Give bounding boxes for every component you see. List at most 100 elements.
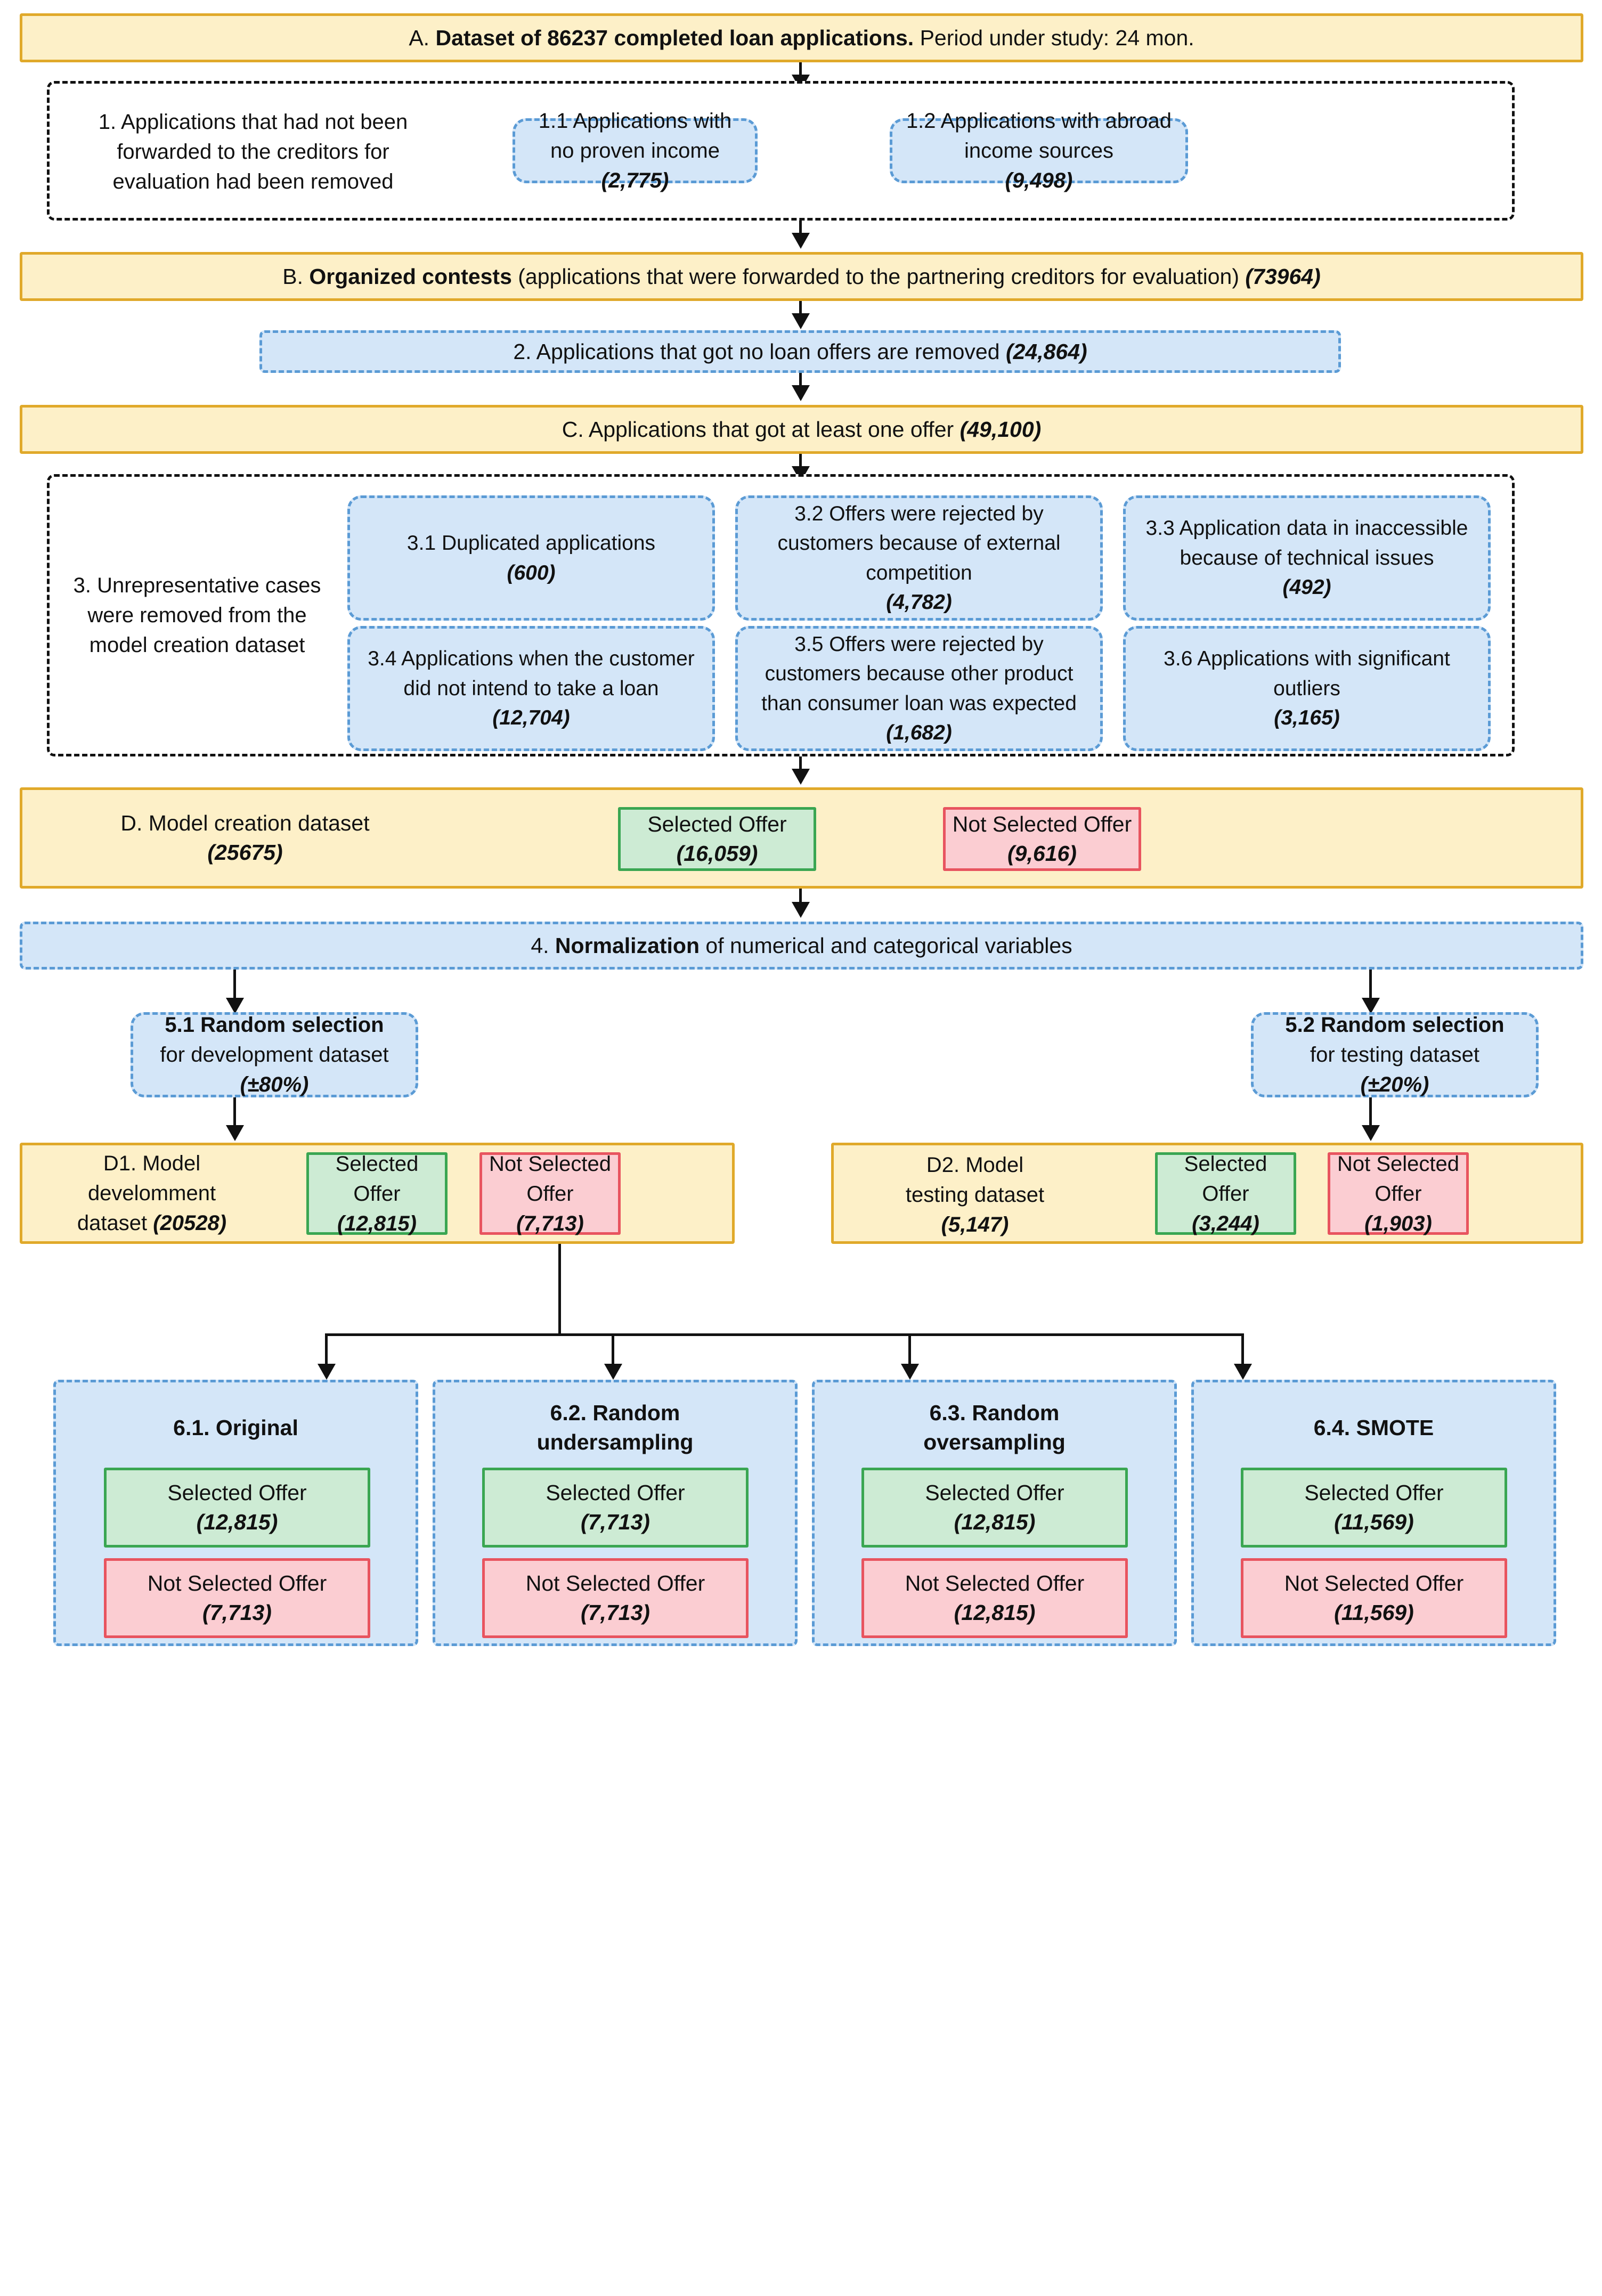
- node-b-rest: (applications that were forwarded to the…: [511, 264, 1246, 289]
- node-6-2-title-l1: 6.2. Random: [550, 1401, 680, 1426]
- node-b-contests: B. Organized contests (applications that…: [20, 252, 1583, 301]
- connector-bus-to-6-4: [1241, 1333, 1244, 1368]
- node-d2-selected-count: (3,244): [1192, 1211, 1259, 1235]
- node-d1-selected-l1: Selected: [335, 1152, 419, 1176]
- connector-step1-to-b: [799, 221, 802, 237]
- node-6-3-not-selected-count: (12,815): [954, 1600, 1036, 1625]
- connector-a-to-step1: [799, 62, 802, 78]
- connector-b-to-step2: [799, 301, 802, 317]
- node-d-label: D. Model creation dataset (25675): [59, 799, 432, 876]
- node-3-3-count: (492): [1282, 576, 1331, 599]
- node-d-not-selected-offer: Not Selected Offer (9,616): [943, 807, 1141, 871]
- node-b-bold: Organized contests: [309, 264, 512, 289]
- node-a-rest: Period under study: 24 mon.: [914, 25, 1194, 50]
- node-d1-not-selected-offer: Not Selected Offer (7,713): [479, 1152, 621, 1235]
- node-6-2-not-selected-offer: Not Selected Offer (7,713): [482, 1558, 749, 1638]
- arrowhead-b-to-step2: [792, 313, 810, 329]
- connector-bus-to-6-3: [908, 1333, 911, 1368]
- node-1-2-count: (9,498): [1005, 169, 1073, 192]
- node-3-5-count: (1,682): [886, 721, 952, 744]
- node-6-2-title-l2: undersampling: [536, 1430, 694, 1454]
- node-d2-title-l1: D2. Model: [926, 1153, 1024, 1177]
- node-d1-selected-count: (12,815): [337, 1211, 417, 1235]
- node-d-count: (25675): [207, 840, 283, 865]
- node-6-4-selected-count: (11,569): [1334, 1510, 1414, 1534]
- node-d2-selected-l1: Selected: [1184, 1152, 1267, 1176]
- connector-step2-to-c: [799, 373, 802, 389]
- node-1-2-label: 1.2 Applications with abroad income sour…: [906, 109, 1172, 162]
- node-d1-selected-l2: Offer: [353, 1182, 401, 1206]
- node-d-selected-offer: Selected Offer (16,059): [618, 807, 816, 871]
- node-6-3-selected-offer: Selected Offer (12,815): [861, 1468, 1128, 1548]
- node-6-3-selected-count: (12,815): [954, 1510, 1036, 1534]
- node-d-title: D. Model creation dataset: [120, 810, 370, 835]
- node-3-5-label: 3.5 Offers were rejected by customers be…: [761, 632, 1077, 715]
- arrowhead-step4-to-5-2: [1362, 998, 1380, 1014]
- node-5-1-random-selection: 5.1 Random selection for development dat…: [131, 1012, 418, 1097]
- arrowhead-step2-to-c: [792, 385, 810, 401]
- node-b-text: B. Organized contests (applications that…: [22, 262, 1581, 291]
- arrowhead-bus-to-6-4: [1234, 1364, 1252, 1380]
- node-3-4: 3.4 Applications when the customer did n…: [347, 626, 715, 751]
- node-d1-count: (20528): [153, 1211, 227, 1235]
- node-3-4-label: 3.4 Applications when the customer did n…: [368, 647, 695, 700]
- node-6-4-title: 6.4. SMOTE: [1191, 1398, 1556, 1457]
- node-d1-label: D1. Model develomment dataset (20528): [37, 1151, 266, 1236]
- connector-d1-bus-rail: [325, 1333, 1243, 1336]
- arrowhead-step4-to-5-1: [226, 998, 244, 1014]
- node-5-2-count: (±20%): [1360, 1073, 1429, 1096]
- node-3-3-label: 3.3 Application data in inaccessible bec…: [1145, 517, 1468, 569]
- node-3-5: 3.5 Offers were rejected by customers be…: [735, 626, 1103, 751]
- node-1-1: 1.1 Applications with no proven income (…: [513, 109, 758, 192]
- node-6-1-not-selected-count: (7,713): [202, 1600, 272, 1625]
- node-d2-not-selected-offer: Not Selected Offer (1,903): [1328, 1152, 1469, 1235]
- node-d-selected-label: Selected Offer: [647, 812, 787, 837]
- node-6-2-title: 6.2. Random undersampling: [433, 1398, 798, 1457]
- node-6-1-selected-label: Selected Offer: [167, 1480, 307, 1505]
- step3-label: 3. Unrepresentative cases were removed f…: [73, 574, 321, 657]
- node-5-1-rest: for development dataset: [160, 1043, 389, 1066]
- node-6-2-selected-offer: Selected Offer (7,713): [482, 1468, 749, 1548]
- arrowhead-bus-to-6-3: [901, 1364, 919, 1380]
- node-6-1-title-l1: 6.1. Original: [173, 1415, 298, 1440]
- node-2-no-offers: 2. Applications that got no loan offers …: [259, 330, 1341, 373]
- node-3-6-count: (3,165): [1274, 706, 1340, 730]
- node-6-3-not-selected-offer: Not Selected Offer (12,815): [861, 1558, 1128, 1638]
- node-6-3-title-l1: 6.3. Random: [929, 1401, 1060, 1426]
- arrowhead-step1-to-b: [792, 233, 810, 249]
- node-6-4-title-l1: 6.4. SMOTE: [1313, 1415, 1434, 1440]
- node-3-2: 3.2 Offers were rejected by customers be…: [735, 495, 1103, 621]
- connector-d-to-step4: [799, 889, 802, 906]
- node-3-1: 3.1 Duplicated applications (600): [347, 495, 715, 621]
- node-d1-selected-offer: Selected Offer (12,815): [306, 1152, 448, 1235]
- node-d-not-selected-label: Not Selected Offer: [952, 812, 1132, 837]
- node-a-text: A. Dataset of 86237 completed loan appli…: [22, 23, 1581, 53]
- node-6-1-selected-offer: Selected Offer (12,815): [104, 1468, 370, 1548]
- node-d2-selected-l2: Offer: [1202, 1182, 1249, 1206]
- arrowhead-step3-to-d: [792, 769, 810, 785]
- node-d-not-selected-count: (9,616): [1007, 841, 1077, 866]
- node-1-1-count: (2,775): [601, 169, 669, 192]
- connector-step3-to-d: [799, 756, 802, 772]
- node-d1-not-selected-count: (7,713): [516, 1211, 584, 1235]
- node-a-dataset: A. Dataset of 86237 completed loan appli…: [20, 13, 1583, 62]
- node-4-prefix: 4.: [531, 933, 555, 958]
- node-3-6-label: 3.6 Applications with significant outlie…: [1164, 647, 1450, 700]
- node-6-4-not-selected-offer: Not Selected Offer (11,569): [1241, 1558, 1507, 1638]
- connector-d1-bus-stem: [558, 1244, 561, 1334]
- arrowhead-5-1-to-d1: [226, 1125, 244, 1141]
- group-step1: [47, 81, 1515, 221]
- arrowhead-d-to-step4: [792, 902, 810, 918]
- node-5-2-rest: for testing dataset: [1310, 1043, 1479, 1066]
- connector-bus-to-6-1: [325, 1333, 328, 1368]
- node-4-normalization: 4. Normalization of numerical and catego…: [20, 922, 1583, 970]
- connector-5-1-to-d1: [233, 1097, 236, 1129]
- node-c-count: (49,100): [959, 417, 1042, 442]
- node-6-4-not-selected-label: Not Selected Offer: [1284, 1571, 1464, 1596]
- node-6-3-title-l2: oversampling: [923, 1430, 1066, 1454]
- node-6-2-not-selected-label: Not Selected Offer: [525, 1571, 705, 1596]
- node-3-2-label: 3.2 Offers were rejected by customers be…: [777, 502, 1061, 584]
- node-5-2-random-selection: 5.2 Random selection for testing dataset…: [1251, 1012, 1539, 1097]
- node-d1-not-selected-l1: Not Selected: [489, 1152, 612, 1176]
- arrowhead-5-2-to-d2: [1362, 1125, 1380, 1141]
